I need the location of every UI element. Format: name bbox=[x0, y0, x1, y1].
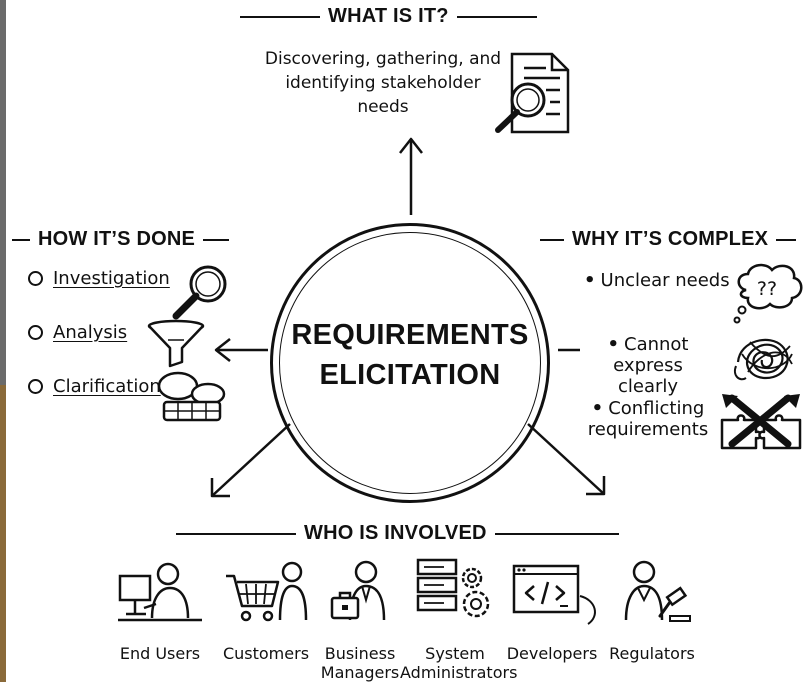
how-item-label: Clarification bbox=[53, 376, 161, 397]
customer-cart-icon bbox=[226, 561, 308, 622]
why-item-label-line2: clearly bbox=[617, 376, 679, 397]
how-heading: HOW IT’S DONE bbox=[12, 228, 230, 251]
svg-text:??: ?? bbox=[757, 278, 777, 300]
what-description-line1: Discovering, gathering, and bbox=[264, 49, 502, 69]
server-gears-icon bbox=[416, 558, 490, 618]
who-heading-text: WHO IS INVOLVED bbox=[304, 522, 487, 544]
who-label-line1: End Users bbox=[119, 644, 201, 663]
who-label-business-managers: Business Managers bbox=[305, 644, 415, 682]
why-item-label-line2: requirements bbox=[587, 419, 709, 440]
how-heading-text: HOW IT’S DONE bbox=[38, 228, 196, 250]
heading-rule-right bbox=[456, 15, 537, 18]
how-item-investigation: Investigation bbox=[28, 268, 170, 289]
funnel-icon bbox=[147, 319, 205, 368]
arrow-down-right-icon bbox=[527, 423, 606, 496]
bullet-circle bbox=[28, 271, 43, 286]
heading-rule-right bbox=[203, 238, 230, 241]
heading-rule-left bbox=[540, 238, 564, 241]
what-heading: WHAT IS IT? bbox=[240, 5, 537, 28]
why-item-cannot-express: •Cannot express clearly bbox=[584, 334, 712, 397]
why-heading-text: WHY IT’S COMPLEX bbox=[572, 228, 769, 250]
why-item-unclear-needs: •Unclear needs bbox=[584, 270, 730, 291]
who-label-regulators: Regulators bbox=[597, 644, 707, 663]
center-title-line2: ELICITATION bbox=[319, 359, 501, 391]
left-edge-bar-brown bbox=[0, 385, 6, 682]
why-heading: WHY IT’S COMPLEX bbox=[540, 228, 797, 251]
heading-rule-left bbox=[12, 238, 30, 241]
left-edge-bar-gray bbox=[0, 0, 6, 385]
who-label-line1: Business bbox=[324, 644, 396, 663]
why-item-conflicting: •Conflicting requirements bbox=[584, 398, 712, 440]
what-description-line2: identifying stakeholder needs bbox=[285, 73, 481, 117]
how-item-label: Analysis bbox=[53, 322, 128, 343]
center-title-line1: REQUIREMENTS bbox=[291, 319, 529, 351]
who-label-line1: Developers bbox=[506, 644, 598, 663]
who-label-line1: System bbox=[425, 644, 485, 663]
discussion-icon bbox=[157, 371, 226, 422]
tangle-icon bbox=[734, 338, 793, 381]
how-item-clarification: Clarification bbox=[28, 376, 161, 397]
why-item-label: Unclear needs bbox=[600, 270, 730, 291]
bullet-dot: • bbox=[607, 334, 619, 355]
document-search-icon bbox=[495, 52, 570, 134]
who-heading: WHO IS INVOLVED bbox=[176, 522, 619, 545]
code-window-icon bbox=[512, 564, 596, 625]
how-item-analysis: Analysis bbox=[28, 322, 127, 343]
why-item-label-line1: Conflicting bbox=[608, 398, 705, 419]
end-user-icon bbox=[118, 562, 202, 622]
who-label-line1: Customers bbox=[222, 644, 310, 663]
heading-rule-left bbox=[176, 532, 296, 535]
who-label-system-administrators: System Administrators bbox=[400, 644, 518, 682]
arrow-down-left-icon bbox=[210, 423, 291, 498]
center-title: REQUIREMENTS ELICITATION bbox=[270, 315, 550, 395]
arrow-up-icon bbox=[399, 137, 423, 215]
center-circle bbox=[270, 223, 550, 503]
who-label-end-users: End Users bbox=[105, 644, 215, 663]
bullet-circle bbox=[28, 379, 43, 394]
heading-rule-right bbox=[494, 532, 619, 535]
what-heading-text: WHAT IS IT? bbox=[328, 5, 449, 27]
who-label-line2: Managers bbox=[320, 663, 400, 682]
arrow-left-icon bbox=[214, 338, 268, 362]
heading-rule-left bbox=[240, 15, 320, 18]
bullet-dot: • bbox=[584, 270, 596, 291]
what-description: Discovering, gathering, and identifying … bbox=[258, 47, 508, 119]
bullet-circle bbox=[28, 325, 43, 340]
bullet-dot: • bbox=[591, 398, 604, 419]
who-label-developers: Developers bbox=[497, 644, 607, 663]
who-label-line2: Administrators bbox=[400, 663, 518, 682]
puzzle-conflict-icon bbox=[720, 394, 802, 450]
heading-rule-right bbox=[776, 238, 797, 241]
connector-dash bbox=[558, 348, 580, 352]
business-manager-icon bbox=[330, 560, 386, 621]
center-circle-inner bbox=[279, 232, 541, 494]
regulator-gavel-icon bbox=[624, 560, 691, 622]
magnifier-icon bbox=[172, 265, 227, 320]
thought-bubble-icon: ?? bbox=[733, 263, 803, 324]
why-item-label-line1: Cannot express bbox=[613, 334, 689, 376]
how-item-label: Investigation bbox=[53, 268, 170, 289]
who-label-line1: Regulators bbox=[609, 644, 695, 663]
left-edge-bar bbox=[0, 0, 6, 682]
who-label-customers: Customers bbox=[211, 644, 321, 663]
